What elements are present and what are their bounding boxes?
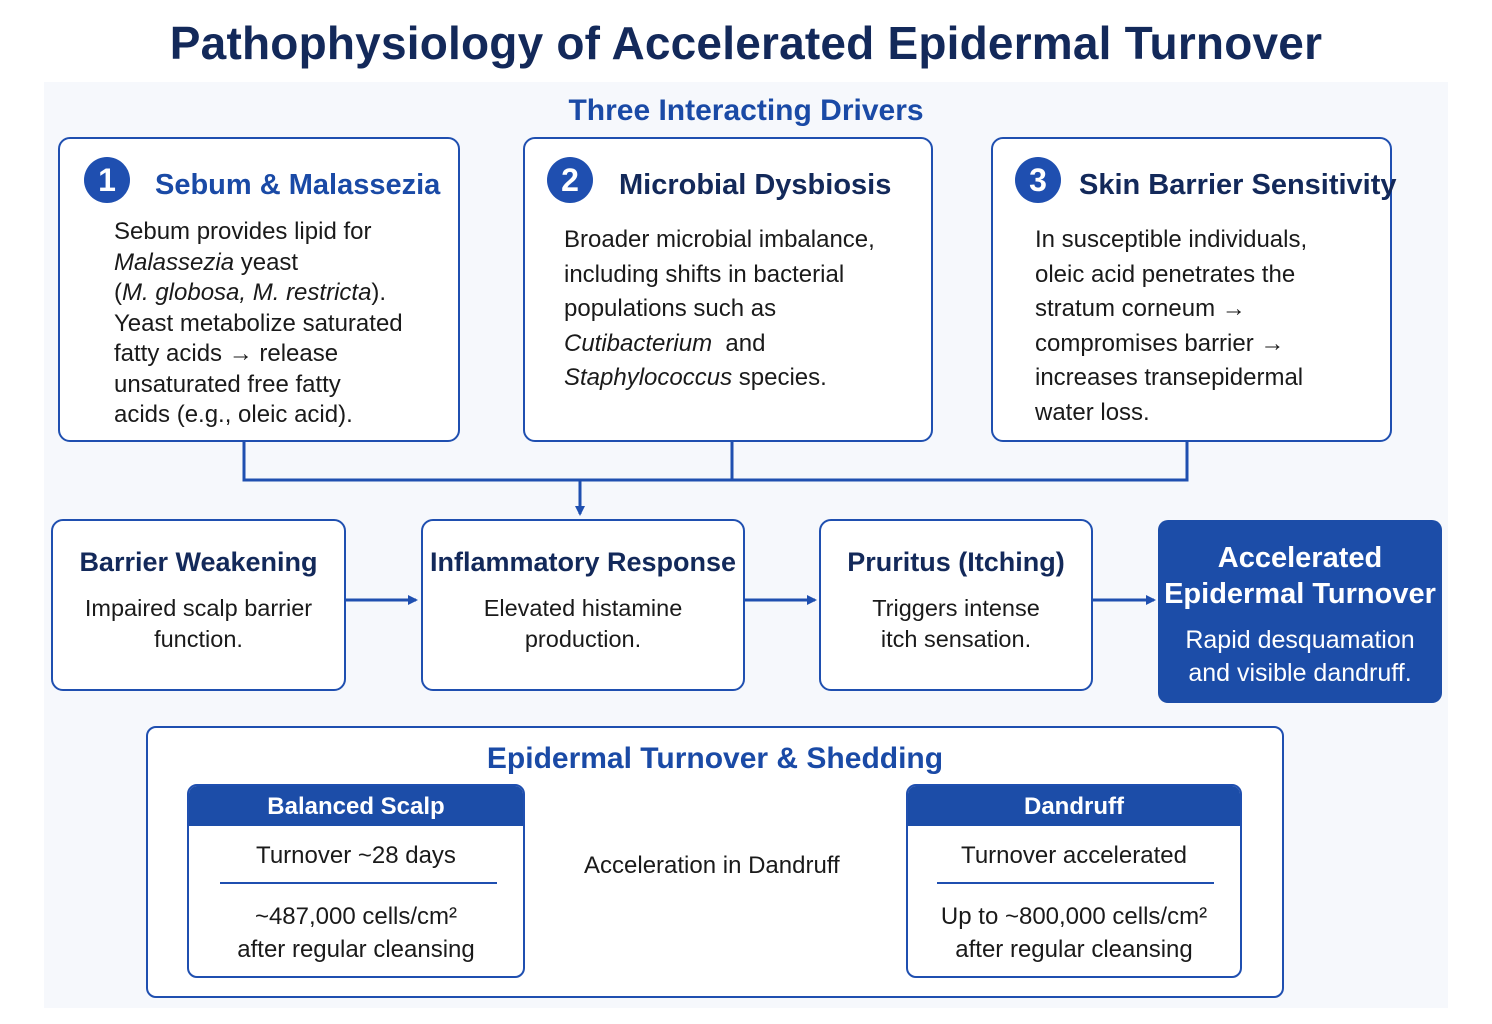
- driver-title: Skin Barrier Sensitivity: [1079, 169, 1397, 201]
- cell-count: ~487,000 cells/cm² after regular cleansi…: [237, 903, 475, 963]
- flow-description: Triggers intense itch sensation.: [872, 595, 1040, 652]
- flow-title: Accelerated Epidermal Turnover: [1164, 542, 1436, 610]
- driver-description: Sebum provides lipid for Malassezia yeas…: [114, 218, 403, 428]
- balanced-scalp-card: Balanced Scalp Turnover ~28 days ~487,00…: [187, 784, 525, 978]
- turnover-status: Turnover accelerated: [961, 842, 1187, 869]
- drivers-heading: Three Interacting Drivers: [568, 94, 924, 127]
- page-title: Pathophysiology of Accelerated Epidermal…: [169, 17, 1323, 69]
- driver-title: Microbial Dysbiosis: [619, 169, 892, 201]
- flow-box-pruritus: Pruritus (Itching) Triggers intense itch…: [819, 519, 1093, 691]
- number-badge: 1: [84, 157, 130, 203]
- driver-box-barrier: 3 Skin Barrier Sensitivity In susceptibl…: [991, 137, 1397, 442]
- flow-description: Impaired scalp barrier function.: [84, 595, 313, 652]
- turnover-heading: Epidermal Turnover & Shedding: [486, 742, 944, 775]
- flow-title: Inflammatory Response: [429, 547, 737, 577]
- driver-box-sebum: 1 Sebum & Malassezia Sebum provides lipi…: [58, 137, 460, 442]
- flow-box-inflammatory-response: Inflammatory Response Elevated histamine…: [421, 519, 745, 691]
- number-badge: 3: [1015, 157, 1061, 203]
- number-badge: 2: [547, 157, 593, 203]
- dandruff-card: Dandruff Turnover accelerated Up to ~800…: [906, 784, 1242, 978]
- driver-title: Sebum & Malassezia: [155, 169, 441, 201]
- flow-box-barrier-weakening: Barrier Weakening Impaired scalp barrier…: [51, 519, 346, 691]
- card-header: Balanced Scalp: [189, 786, 523, 826]
- card-divider: [937, 882, 1214, 884]
- card-divider: [220, 882, 497, 884]
- driver-description: In susceptible individuals, oleic acid p…: [1035, 226, 1308, 426]
- flow-description: Rapid desquamation and visible dandruff.: [1185, 626, 1415, 687]
- flow-title: Barrier Weakening: [79, 547, 318, 577]
- cell-count: Up to ~800,000 cells/cm² after regular c…: [940, 903, 1208, 963]
- drivers-merge-connector: [242, 440, 1189, 482]
- driver-description: Broader microbial imbalance, including s…: [564, 226, 875, 391]
- acceleration-label: Acceleration in Dandruff: [584, 852, 840, 879]
- flow-box-accelerated-turnover: Accelerated Epidermal Turnover Rapid des…: [1158, 520, 1442, 703]
- flow-description: Elevated histamine production.: [483, 595, 683, 652]
- driver-box-dysbiosis: 2 Microbial Dysbiosis Broader microbial …: [523, 137, 933, 442]
- flow-title: Pruritus (Itching): [847, 547, 1065, 577]
- card-header: Dandruff: [908, 786, 1240, 826]
- turnover-duration: Turnover ~28 days: [256, 842, 456, 869]
